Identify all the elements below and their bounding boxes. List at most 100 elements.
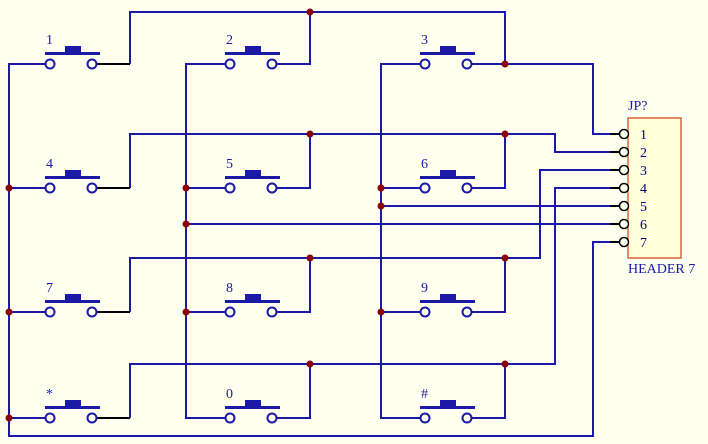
switch-actuator	[245, 294, 261, 300]
junction-dot	[377, 184, 385, 192]
pushbutton-switch: 7	[44, 281, 100, 318]
junction-dot	[306, 254, 314, 262]
col2-net	[185, 63, 620, 419]
junction-dot	[377, 202, 385, 210]
key-label: 1	[46, 33, 53, 48]
key-label: 0	[226, 387, 233, 402]
header-pin	[618, 146, 630, 158]
pushbutton-switches: 1 2 3 4 5 6 7 8 9 * 0 #	[44, 33, 475, 424]
switch-contact	[44, 182, 56, 194]
junction-dots	[5, 8, 509, 422]
switch-actuator	[440, 294, 456, 300]
junction-dot	[501, 130, 509, 138]
pushbutton-switch: 4	[44, 157, 100, 194]
row4-net	[129, 187, 620, 419]
switch-bar	[225, 176, 280, 179]
switch-actuator	[65, 294, 81, 300]
junction-dot	[501, 60, 509, 68]
switch-bar	[420, 176, 475, 179]
pin-number: 4	[640, 182, 647, 197]
key-label: 2	[226, 33, 233, 48]
header-pin	[618, 164, 630, 176]
switch-bar	[225, 300, 280, 303]
switch-bar	[45, 176, 100, 179]
switch-contact	[86, 412, 98, 424]
switch-actuator	[65, 400, 81, 406]
pushbutton-switch: 1	[44, 33, 100, 70]
switch-bar	[45, 300, 100, 303]
col3-net	[380, 63, 620, 419]
row3-net	[129, 169, 620, 313]
switch-contact	[266, 412, 278, 424]
pushbutton-switch: #	[419, 387, 475, 424]
key-label: 5	[226, 157, 233, 172]
header-pin	[618, 218, 630, 230]
header-body	[627, 117, 682, 259]
switch-contact	[419, 58, 431, 70]
key-label: 7	[46, 281, 53, 296]
switch-contact	[461, 412, 473, 424]
switch-bar	[420, 406, 475, 409]
key-label: *	[46, 387, 53, 402]
junction-dot	[306, 8, 314, 16]
pushbutton-switch: 2	[224, 33, 280, 70]
switch-contact	[44, 412, 56, 424]
header-pin	[618, 128, 630, 140]
switch-contact	[461, 182, 473, 194]
switch-bar	[420, 300, 475, 303]
switch-contact	[419, 412, 431, 424]
switch-actuator	[440, 400, 456, 406]
junction-dot	[377, 308, 385, 316]
junction-dot	[182, 220, 190, 228]
key-label: 3	[421, 33, 428, 48]
row1-net	[129, 11, 620, 135]
key-label: #	[421, 387, 428, 402]
junction-dot	[182, 308, 190, 316]
switch-contact	[266, 182, 278, 194]
switch-contact	[44, 58, 56, 70]
switch-bar	[45, 406, 100, 409]
junction-dot	[306, 360, 314, 368]
header-pin	[618, 200, 630, 212]
switch-contact	[44, 306, 56, 318]
switch-bar	[420, 52, 475, 55]
switch-actuator	[65, 170, 81, 176]
switch-contact	[419, 182, 431, 194]
switch-contact	[86, 182, 98, 194]
junction-dot	[5, 184, 13, 192]
header-pin	[618, 236, 630, 248]
switch-contact	[86, 58, 98, 70]
pushbutton-switch: 3	[419, 33, 475, 70]
pushbutton-switch: 6	[419, 157, 475, 194]
switch-actuator	[440, 170, 456, 176]
junction-dot	[5, 308, 13, 316]
header-designator: JP?	[628, 99, 647, 114]
switch-actuator	[245, 46, 261, 52]
switch-actuator	[245, 170, 261, 176]
column-nets	[8, 63, 620, 437]
pushbutton-switch: *	[44, 387, 100, 424]
switch-actuator	[440, 46, 456, 52]
row2-net	[129, 133, 620, 189]
pushbutton-switch: 9	[419, 281, 475, 318]
junction-dot	[306, 130, 314, 138]
key-label: 6	[421, 157, 428, 172]
pushbutton-switch: 8	[224, 281, 280, 318]
switch-contact	[419, 306, 431, 318]
pin-number: 7	[640, 236, 647, 251]
switch-contact	[266, 306, 278, 318]
key-label: 4	[46, 157, 53, 172]
switch-contact	[224, 412, 236, 424]
pin-number: 1	[640, 128, 647, 143]
pin-number: 3	[640, 164, 647, 179]
row-nets	[129, 11, 620, 419]
switch-contact	[461, 306, 473, 318]
switch-bar	[225, 406, 280, 409]
junction-dot	[182, 184, 190, 192]
key-label: 8	[226, 281, 233, 296]
switch-contact	[224, 182, 236, 194]
junction-dot	[5, 414, 13, 422]
pushbutton-switch: 5	[224, 157, 280, 194]
switch-actuator	[245, 400, 261, 406]
header-value: HEADER 7	[628, 262, 695, 277]
